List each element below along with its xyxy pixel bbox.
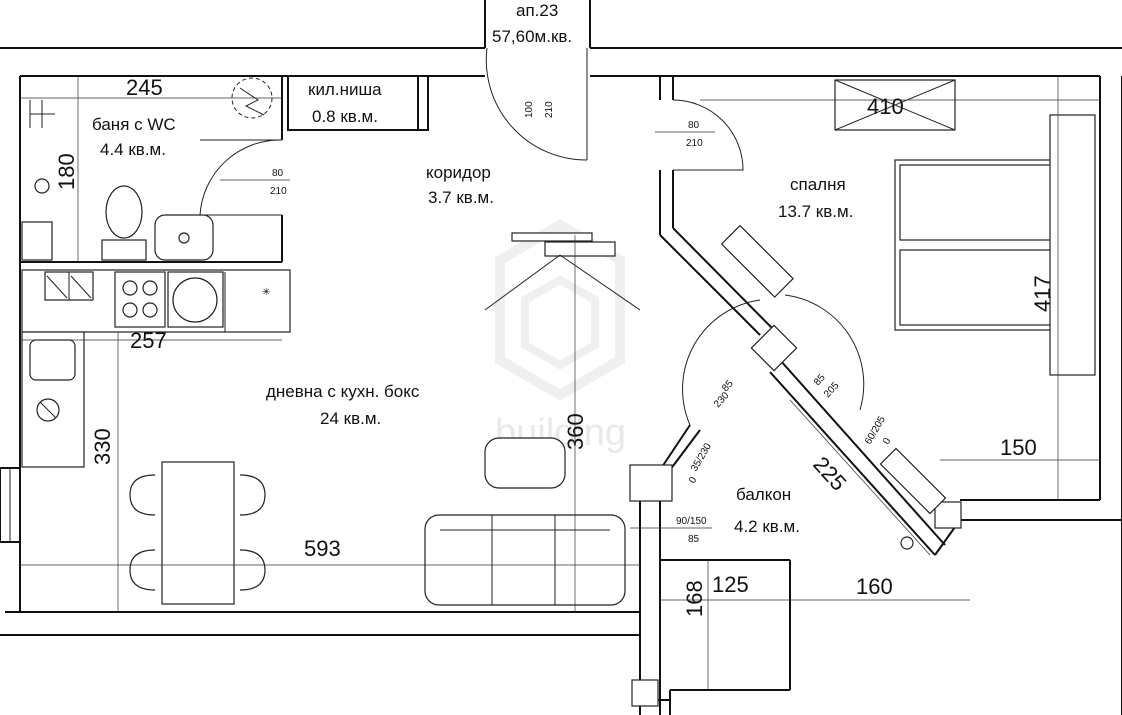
towel-rail bbox=[29, 100, 55, 128]
entrance-door bbox=[485, 47, 588, 161]
window3-height: 85 bbox=[688, 534, 700, 545]
column bbox=[934, 501, 962, 529]
balcony-name: балкон bbox=[736, 485, 791, 504]
dim-150: 150 bbox=[1000, 435, 1037, 460]
window2-width: 35/230 bbox=[689, 441, 714, 473]
coffee-table bbox=[484, 437, 566, 489]
bedroom-door-height: 210 bbox=[686, 138, 703, 149]
corridor-name: коридор bbox=[426, 163, 491, 182]
bedroom-door-width: 80 bbox=[688, 120, 700, 131]
bedroom-area: 13.7 кв.м. bbox=[778, 202, 853, 221]
dim-410: 410 bbox=[867, 94, 904, 119]
dim-593: 593 bbox=[304, 536, 341, 561]
toilet bbox=[101, 185, 147, 261]
niche-name: кил.ниша bbox=[308, 80, 382, 99]
dim-160: 160 bbox=[856, 574, 893, 599]
window2-height: 0 bbox=[687, 475, 700, 486]
window3-width: 90/150 bbox=[676, 516, 707, 527]
column bbox=[750, 324, 798, 372]
window1-height: 0 bbox=[881, 436, 894, 447]
bed bbox=[894, 114, 1096, 376]
dim-417: 417 bbox=[1030, 275, 1055, 312]
bath-area: 4.4 кв.м. bbox=[100, 140, 166, 159]
balcony-drain-icon bbox=[900, 536, 914, 550]
bath-door-height: 210 bbox=[270, 186, 287, 197]
apartment-number: ап.23 bbox=[516, 1, 558, 20]
svg-text:✳: ✳ bbox=[262, 287, 270, 298]
dim-245: 245 bbox=[126, 75, 163, 100]
dim-330: 330 bbox=[90, 428, 115, 465]
bath-cabinet bbox=[21, 221, 53, 261]
dimension-lines bbox=[20, 76, 1100, 690]
balcony-planter bbox=[879, 447, 947, 515]
bedroom-desk bbox=[720, 224, 794, 298]
balcony-door2-width: 85 bbox=[812, 372, 828, 388]
dim-168: 168 bbox=[682, 580, 707, 617]
entrance-door-width: 100 bbox=[524, 101, 535, 118]
kitchen-counter: ✳ bbox=[21, 269, 291, 333]
balcony-door2-height: 205 bbox=[822, 380, 842, 400]
dim-257: 257 bbox=[130, 328, 167, 353]
wardrobe bbox=[834, 79, 956, 131]
balcony-door-left bbox=[682, 299, 761, 426]
corridor-area: 3.7 кв.м. bbox=[428, 188, 494, 207]
entrance-door-height: 210 bbox=[544, 101, 555, 118]
bedroom-name: спалня bbox=[790, 175, 846, 194]
dim-180: 180 bbox=[54, 153, 79, 190]
column bbox=[629, 464, 673, 502]
bedroom-door bbox=[672, 99, 744, 171]
balcony-area: 4.2 кв.м. bbox=[734, 517, 800, 536]
dim-360: 360 bbox=[563, 413, 588, 450]
tv-unit bbox=[484, 232, 641, 311]
drain-icon bbox=[34, 178, 50, 194]
niche-area: 0.8 кв.м. bbox=[312, 107, 378, 126]
bath-door bbox=[199, 139, 283, 216]
washbasin bbox=[154, 214, 214, 261]
balcony-door-right bbox=[784, 294, 865, 411]
apartment-area: 57,60м.кв. bbox=[492, 27, 572, 46]
dim-125: 125 bbox=[712, 572, 749, 597]
column bbox=[631, 679, 659, 707]
bath-door-width: 80 bbox=[272, 168, 284, 179]
living-area: 24 кв.м. bbox=[320, 409, 381, 428]
bath-name: баня с WC bbox=[92, 115, 176, 134]
dim-225: 225 bbox=[808, 452, 851, 496]
dining-table bbox=[129, 461, 266, 605]
sofa bbox=[424, 514, 626, 606]
living-name: дневна с кухн. бокс bbox=[266, 382, 420, 401]
kitchen-sink-unit bbox=[21, 331, 85, 468]
